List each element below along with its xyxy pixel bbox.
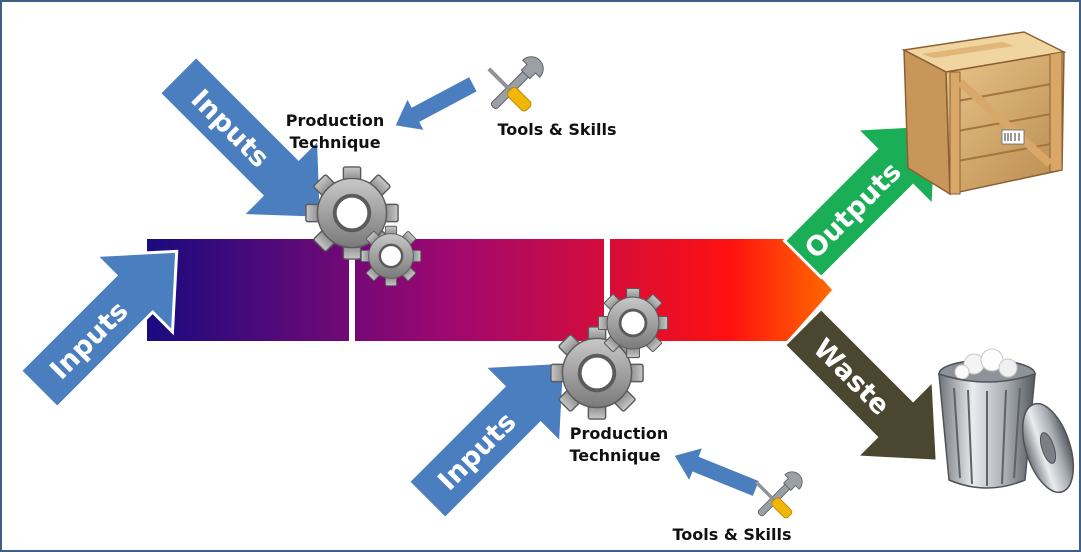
tools-arrow-lower <box>671 445 762 499</box>
tools-skills-upper: Tools & Skills <box>497 120 616 139</box>
production-technique-upper-line2: Technique <box>289 133 380 152</box>
trash-can-icon <box>938 348 1075 494</box>
tools-arrow-upper <box>392 74 480 133</box>
wrench-screwdriver-icon <box>487 56 544 112</box>
wrench-screwdriver-icon <box>754 471 803 519</box>
tools-skills-lower: Tools & Skills <box>672 525 791 544</box>
production-technique-upper-line1: Production <box>286 111 384 130</box>
production-technique-lower-line2: Technique <box>569 446 660 465</box>
process-band <box>147 239 832 341</box>
wooden-crate-icon <box>901 31 1067 196</box>
production-technique-lower-line1: Production <box>570 424 668 443</box>
